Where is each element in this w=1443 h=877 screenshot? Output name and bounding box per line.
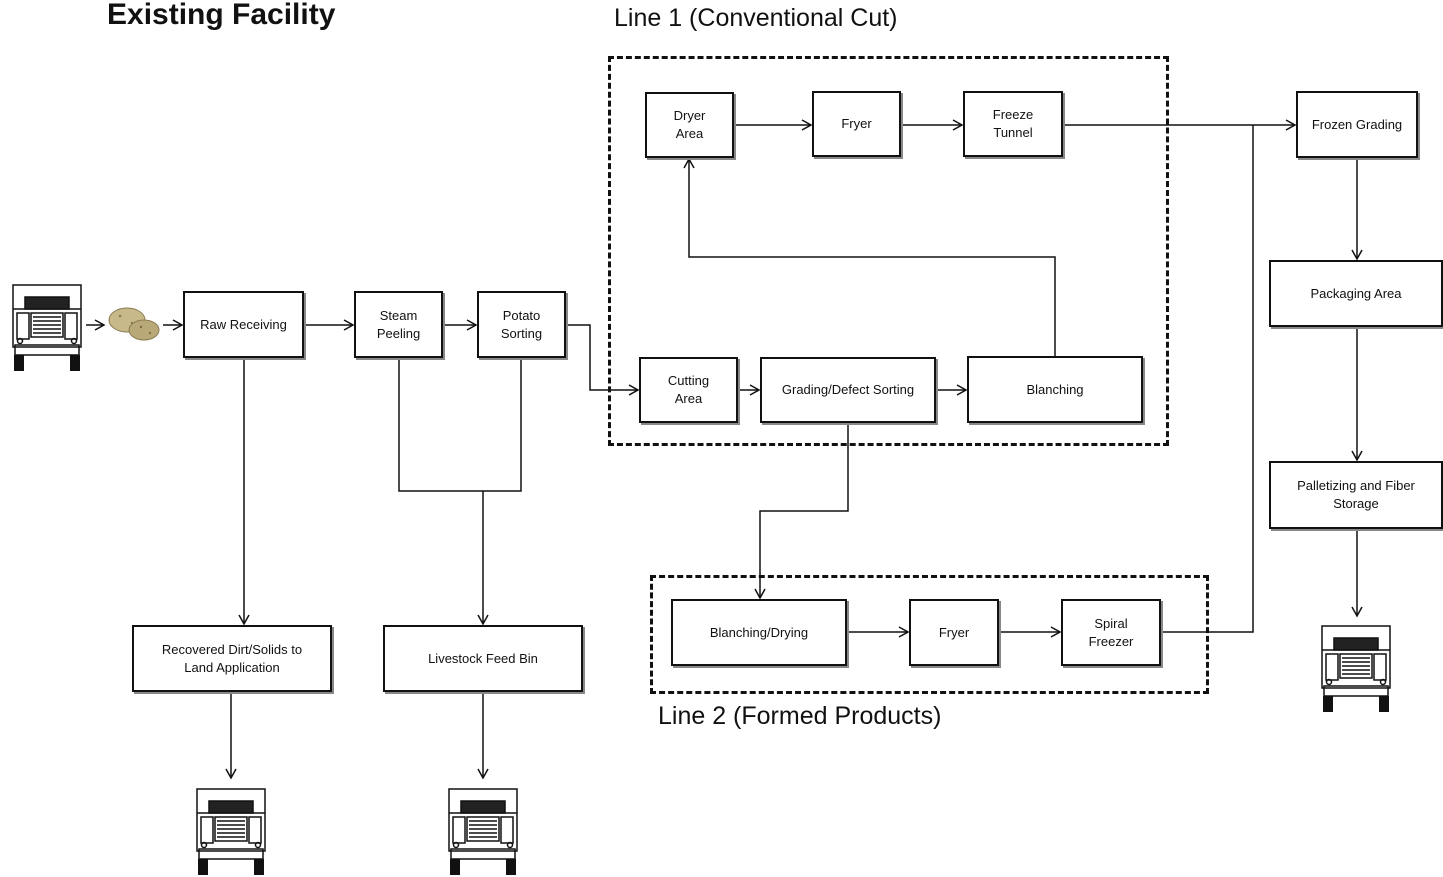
- fryer-line2-box: Fryer: [909, 599, 999, 666]
- frozen-grading-box: Frozen Grading: [1296, 91, 1418, 158]
- livestock-feed-bin-box: Livestock Feed Bin: [383, 625, 583, 692]
- raw-receiving-box: Raw Receiving: [183, 291, 304, 358]
- line-steam-peeling-to-feed-bin: [398, 358, 483, 492]
- blanching-drying-box: Blanching/Drying: [671, 599, 847, 666]
- blanching-box: Blanching: [967, 356, 1143, 423]
- truck-icon: [196, 788, 266, 875]
- arrow-grading-to-blanching-drying: [754, 423, 849, 600]
- packaging-area-box: Packaging Area: [1269, 260, 1443, 327]
- arrow-blanching-to-dryer: [683, 157, 1056, 356]
- potato-sorting-box: Potato Sorting: [477, 291, 566, 358]
- line2-group: [650, 575, 1209, 694]
- potatoes-icon: [108, 307, 160, 341]
- line2-label: Line 2 (Formed Products): [658, 702, 942, 730]
- spiral-freezer-box: Spiral Freezer: [1061, 599, 1161, 666]
- line-potato-sorting-to-feed-bin: [483, 358, 522, 492]
- truck-icon: [1321, 625, 1391, 712]
- grading-defect-sorting-box: Grading/Defect Sorting: [760, 357, 936, 423]
- recovered-dirt-box: Recovered Dirt/Solids to Land Applicatio…: [132, 625, 332, 692]
- truck-icon: [448, 788, 518, 875]
- steam-peeling-box: Steam Peeling: [354, 291, 443, 358]
- arrow-potato-sorting-to-cutting-area: [566, 324, 640, 396]
- dryer-area-box: Dryer Area: [645, 92, 734, 158]
- palletizing-fiber-storage-box: Palletizing and Fiber Storage: [1269, 461, 1443, 529]
- fryer-line1-box: Fryer: [812, 91, 901, 157]
- cutting-area-box: Cutting Area: [639, 357, 738, 423]
- truck-icon: [12, 284, 82, 371]
- line1-label: Line 1 (Conventional Cut): [614, 4, 898, 32]
- diagram-title: Existing Facility: [107, 0, 336, 31]
- freeze-tunnel-box: Freeze Tunnel: [963, 91, 1063, 157]
- line1-group: [608, 56, 1169, 446]
- line-spiral-freezer-to-frozen-grading: [1161, 125, 1254, 633]
